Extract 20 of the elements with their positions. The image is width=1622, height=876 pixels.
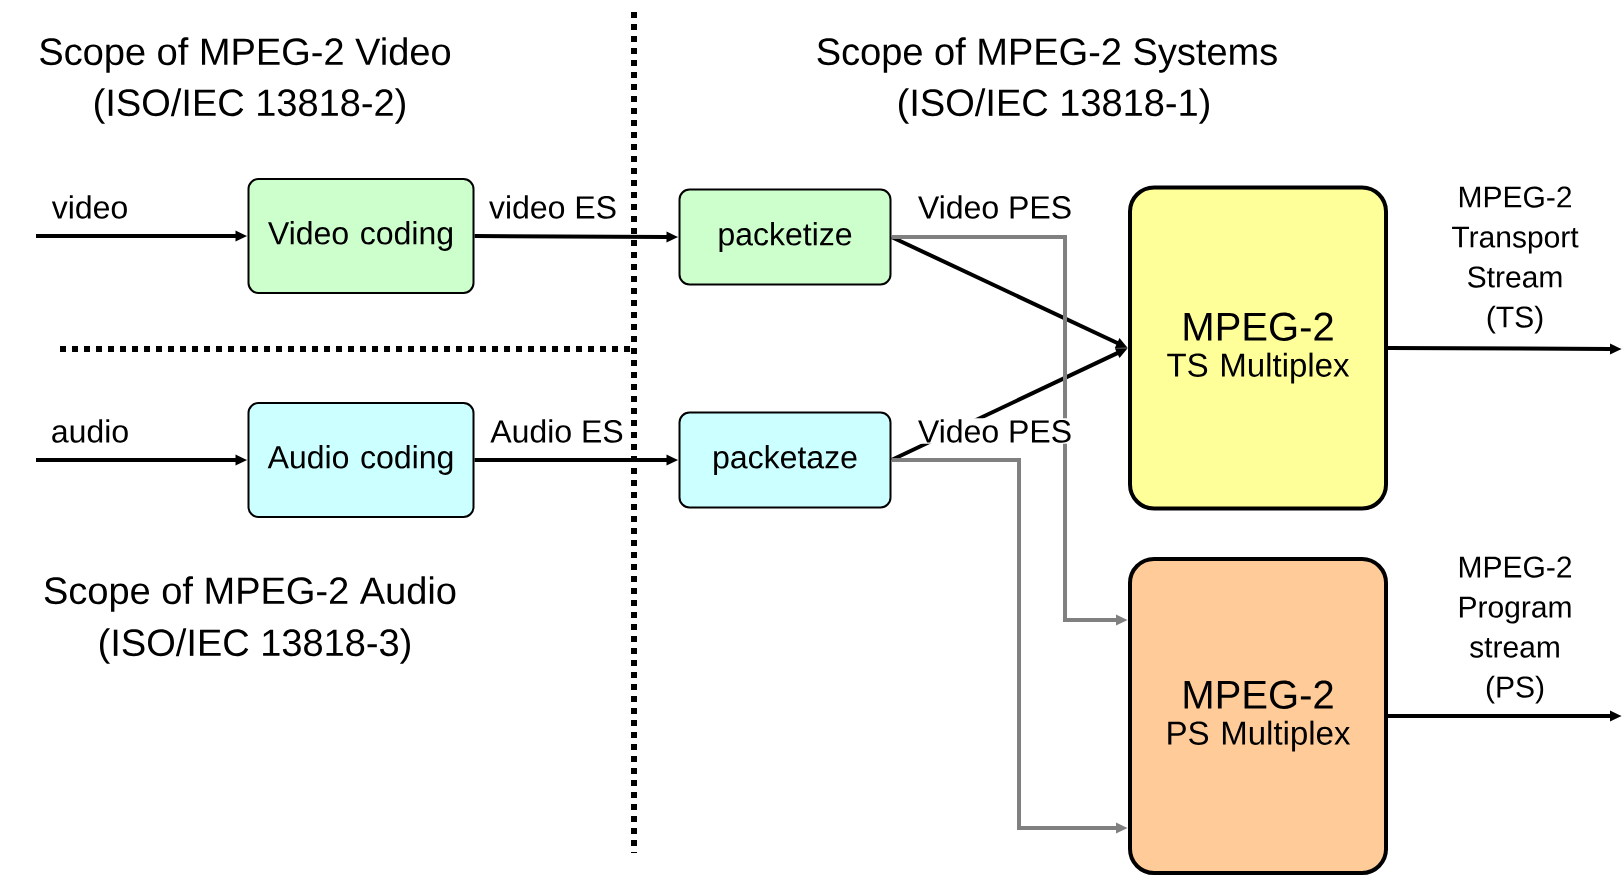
multiplexer-box: MPEG-2 PS Multiplex <box>1128 557 1388 875</box>
process-box: Video coding <box>247 178 475 294</box>
scope-label: Scope of MPEG-2 Audio <box>44 576 456 612</box>
multiplexer-box: MPEG-2 TS Multiplex <box>1128 185 1388 511</box>
edge-label: MPEG-2 Program stream (PS) <box>1434 555 1596 705</box>
scope-label: Scope of MPEG-2 Systems <box>817 37 1277 73</box>
process-box: packetaze <box>678 411 892 509</box>
scope-label: (ISO/IEC 13818-2) <box>95 88 405 124</box>
process-box: packetize <box>678 188 892 286</box>
edge-label: Audio ES <box>489 418 625 444</box>
edge-label: audio <box>49 418 131 444</box>
scope-label: (ISO/IEC 13818-3) <box>100 628 410 664</box>
edge-label: video ES <box>487 194 619 220</box>
edge-label: Video PES <box>916 194 1074 220</box>
scope-label: Scope of MPEG-2 Video <box>40 37 451 73</box>
process-box: Audio coding <box>247 402 475 518</box>
scope-label: (ISO/IEC 13818-1) <box>899 88 1209 124</box>
edge-label: MPEG-2 Transport Stream (TS) <box>1434 185 1596 335</box>
edge-label: video <box>50 194 130 220</box>
edge-label: Video PES <box>916 418 1074 444</box>
